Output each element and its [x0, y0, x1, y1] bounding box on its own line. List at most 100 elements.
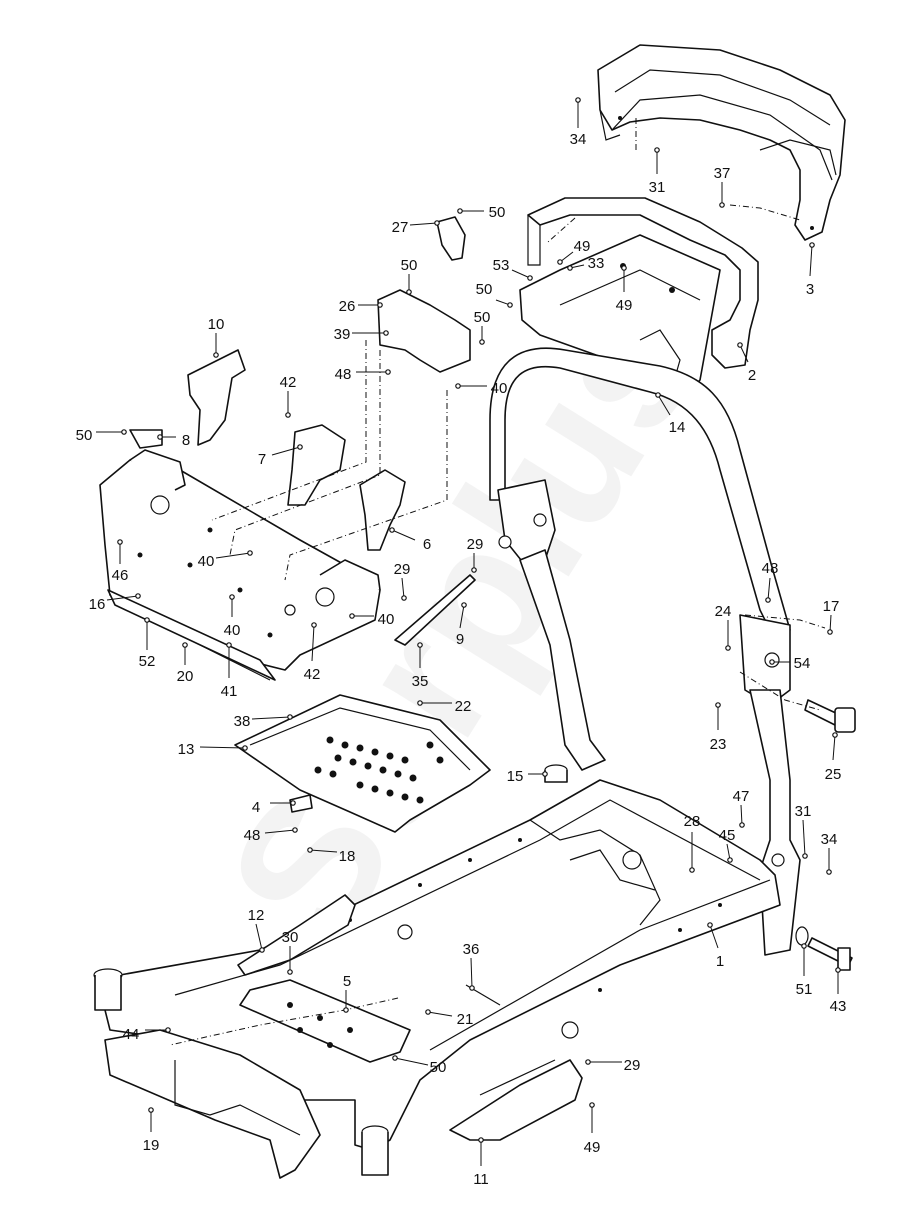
- callout-c29b: 29: [394, 561, 410, 601]
- callout-c40c: 40: [349, 611, 394, 628]
- leader-line: [199, 746, 246, 749]
- callout-label: 16: [89, 596, 106, 613]
- callout-label: 19: [143, 1137, 160, 1154]
- callout-label: 38: [234, 713, 251, 730]
- callout-c49c: 49: [584, 1102, 601, 1156]
- hardware-point: [478, 1137, 484, 1143]
- leader-line: [802, 819, 806, 857]
- callout-label: 47: [733, 788, 750, 805]
- hardware-point: [765, 597, 771, 603]
- callout-label: 29: [624, 1057, 641, 1074]
- callout-label: 50: [430, 1059, 447, 1076]
- callout-c50d: 50: [474, 309, 490, 345]
- callout-c48b: 48: [244, 827, 298, 844]
- callout-label: 48: [335, 366, 352, 383]
- callout-label: 1: [716, 953, 724, 970]
- left-plate-bracket: [187, 349, 246, 446]
- callout-label: 25: [825, 766, 842, 783]
- callout-c39: 39: [334, 326, 389, 343]
- callout-c23: 23: [710, 702, 726, 753]
- hardware-point: [542, 771, 548, 777]
- switch-bracket: [377, 216, 471, 373]
- callout-c37: 37: [714, 165, 730, 208]
- callout-label: 4: [252, 799, 260, 816]
- hardware-point: [406, 289, 412, 295]
- callout-label: 44: [123, 1026, 140, 1043]
- leader-line: [767, 577, 771, 601]
- callout-label: 48: [762, 560, 779, 577]
- callout-label: 49: [584, 1139, 601, 1156]
- hardware-point: [589, 1102, 595, 1108]
- callout-label: 53: [493, 257, 510, 274]
- leader-line: [740, 804, 743, 826]
- bumper-cap: [544, 764, 568, 783]
- callout-label: 7: [258, 451, 266, 468]
- callout-label: 50: [476, 281, 493, 298]
- callout-c12: 12: [248, 907, 265, 953]
- hardware-point: [727, 857, 733, 863]
- hardware-point: [377, 302, 383, 308]
- rear-bumper-shroud: [597, 44, 846, 241]
- callout-label: 14: [669, 419, 686, 436]
- hardware-point: [242, 745, 248, 751]
- callout-c42b: 42: [304, 622, 320, 683]
- hardware-point: [769, 659, 775, 665]
- leader-line: [809, 244, 813, 277]
- leader-line: [657, 394, 671, 416]
- leader-line: [251, 716, 291, 720]
- hardware-point: [715, 702, 721, 708]
- hardware-point: [229, 594, 235, 600]
- mount-bar: [394, 574, 476, 646]
- callout-c14: 14: [655, 392, 686, 436]
- callout-label: 3: [806, 281, 814, 298]
- hardware-point: [719, 202, 725, 208]
- leader-line: [470, 957, 473, 989]
- hardware-point: [826, 869, 832, 875]
- callout-label: 49: [616, 297, 633, 314]
- callout-label: 30: [282, 929, 299, 946]
- hardware-point: [802, 853, 808, 859]
- seat-mount-pan: [99, 449, 381, 681]
- leader-line: [106, 595, 139, 601]
- hardware-point: [434, 220, 440, 226]
- hardware-point: [471, 567, 477, 573]
- rops-roll-bar: [489, 347, 801, 956]
- callout-c6: 6: [389, 527, 431, 553]
- callout-label: 17: [823, 598, 840, 615]
- small-bracket: [289, 794, 313, 813]
- callout-label: 40: [491, 380, 508, 397]
- callout-label: 24: [715, 603, 732, 620]
- front-foot-pan: [104, 1029, 321, 1179]
- callout-label: 13: [178, 741, 195, 758]
- hardware-point: [832, 732, 838, 738]
- callout-c2: 2: [737, 342, 756, 384]
- side-step: [449, 1059, 583, 1141]
- hardware-point: [165, 1027, 171, 1033]
- hardware-point: [292, 827, 298, 833]
- callout-label: 31: [795, 803, 812, 820]
- callout-c43: 43: [830, 967, 846, 1015]
- callout-c7: 7: [258, 444, 303, 468]
- callout-label: 18: [339, 848, 356, 865]
- hardware-point: [401, 595, 407, 601]
- leader-line: [309, 849, 338, 853]
- callout-c18: 18: [307, 847, 356, 865]
- latch: [129, 429, 163, 449]
- callout-c1: 1: [707, 922, 724, 970]
- callout-label: 15: [507, 768, 524, 785]
- hardware-point: [117, 539, 123, 545]
- hardware-point: [737, 342, 743, 348]
- callout-c21: 21: [425, 1009, 473, 1028]
- callout-c36: 36: [463, 941, 479, 991]
- leader-line: [427, 1011, 453, 1017]
- hardware-point: [567, 265, 573, 271]
- callout-label: 52: [139, 653, 156, 670]
- hardware-point: [469, 985, 475, 991]
- callout-c13: 13: [178, 741, 248, 758]
- hardware-point: [479, 339, 485, 345]
- hardware-point: [182, 642, 188, 648]
- callout-c35: 35: [412, 642, 428, 690]
- callout-c41: 41: [221, 642, 237, 700]
- hardware-point: [157, 434, 163, 440]
